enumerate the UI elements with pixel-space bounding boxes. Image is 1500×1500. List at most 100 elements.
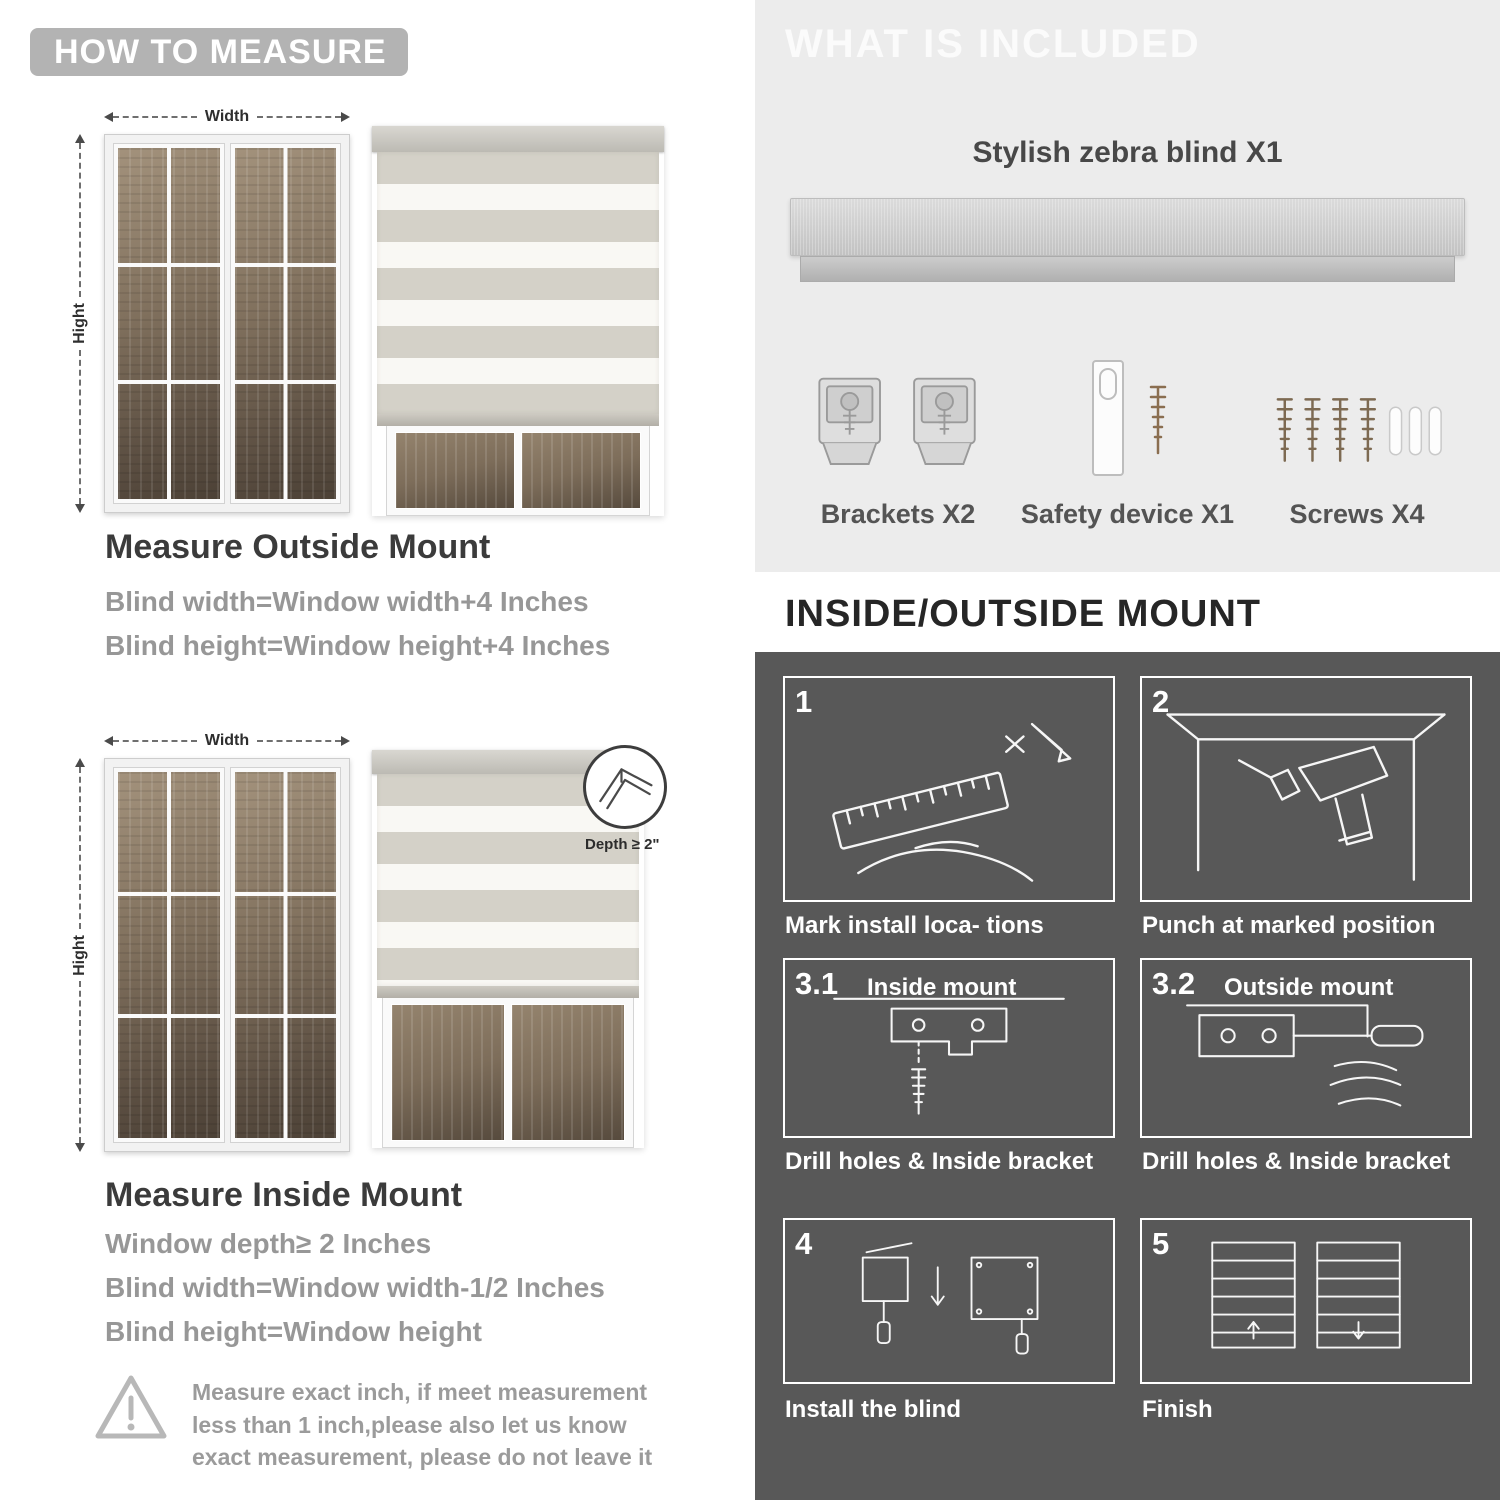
hardware-items-row: Brackets X2 Safety device X1: [790, 316, 1465, 530]
width-arrow: Width: [104, 732, 350, 750]
inside-mount-window-diagram: Width Hight: [70, 732, 350, 1152]
step-number: 5: [1152, 1226, 1170, 1261]
step-number: 3.1: [795, 966, 839, 1001]
arrow-right-icon: [341, 736, 350, 746]
outside-mount-window-diagram: Width Hight: [70, 108, 350, 513]
warning-triangle-icon: [95, 1375, 167, 1439]
step-3-2-caption: Drill holes & Inside bracket: [1142, 1148, 1451, 1175]
brackets-item: Brackets X2: [790, 316, 1006, 530]
arrow-up-icon: [75, 134, 85, 143]
window-sash: [230, 144, 340, 503]
window-illustration: [104, 134, 350, 513]
window-peek: [386, 426, 650, 516]
step-3-1-caption: Drill holes & Inside bracket: [785, 1148, 1094, 1175]
step-3-2-illustration: [1186, 1004, 1424, 1107]
window-pane: [511, 1004, 625, 1141]
window-corner-detail: [599, 768, 653, 810]
width-label: Width: [204, 732, 250, 749]
inside-mount-title: Measure Inside Mount: [105, 1176, 463, 1214]
blind-valance-photo: [800, 256, 1455, 282]
window-pane: [391, 1004, 505, 1141]
blind-item-label: Stylish zebra blind X1: [972, 136, 1283, 169]
mount-header-band: INSIDE/OUTSIDE MOUNT: [755, 577, 1500, 652]
dashed-line: [79, 767, 81, 929]
how-to-measure-header: HOW TO MEASURE: [30, 28, 408, 76]
inside-mount-rule-3: Blind height=Window height: [105, 1316, 482, 1347]
step-panel-1: 1: [783, 676, 1115, 902]
dashed-line: [113, 740, 197, 742]
measurement-note: Measure exact inch, if meet measurement …: [92, 1372, 662, 1474]
outside-mount-rule-1: Blind width=Window width+4 Inches: [105, 586, 589, 617]
step-5-caption: Finish: [1142, 1396, 1213, 1423]
step-4-illustration: [861, 1242, 1039, 1355]
blind-headrail-photo: [790, 198, 1465, 256]
step-3-1-illustration: [833, 997, 1065, 1115]
window-sash: [114, 768, 224, 1142]
brackets-icon: [808, 337, 988, 487]
mount-steps-section: 1 2: [755, 652, 1500, 1500]
inside-mount-label: Inside mount: [867, 974, 1017, 1001]
screws-item: Screws X4: [1249, 316, 1465, 530]
step-number: 4: [795, 1226, 813, 1261]
arrow-up-icon: [75, 758, 85, 767]
height-arrow: Hight: [70, 134, 90, 513]
what-is-included-header: WHAT IS INCLUDED: [785, 22, 1201, 66]
height-arrow: Hight: [70, 758, 90, 1152]
dashed-line: [257, 740, 341, 742]
depth-detail-zoom-icon: [583, 745, 667, 829]
width-arrow: Width: [104, 108, 350, 126]
arrow-down-icon: [75, 504, 85, 513]
step-panel-2: 2: [1140, 676, 1472, 902]
dashed-line: [113, 116, 197, 118]
arrow-right-icon: [341, 112, 350, 122]
screws-icon: [1263, 337, 1451, 487]
height-label: Hight: [71, 934, 88, 976]
arrow-left-icon: [104, 736, 113, 746]
depth-callout-label: Depth ≥ 2": [585, 836, 660, 853]
step-1-illustration: [832, 722, 1072, 882]
measurement-note-text: Measure exact inch, if meet measurement …: [192, 1379, 653, 1471]
dashed-line: [79, 349, 81, 504]
outside-mount-rule-2: Blind height=Window height+4 Inches: [105, 630, 611, 661]
window-pane: [521, 432, 641, 509]
what-is-included-section: WHAT IS INCLUDED Stylish zebra blind X1: [755, 0, 1500, 572]
window-sash: [230, 768, 340, 1142]
mount-header: INSIDE/OUTSIDE MOUNT: [785, 593, 1262, 635]
dashed-line: [79, 981, 81, 1143]
step-panel-3-2: 3.2 Outside mount: [1140, 958, 1472, 1138]
blind-headrail: [372, 126, 664, 152]
step-4-caption: Install the blind: [785, 1396, 962, 1423]
window-sash: [114, 144, 224, 503]
dashed-line: [257, 116, 341, 118]
window-illustration: [104, 758, 350, 1152]
step-number: 1: [795, 684, 813, 719]
zebra-blind-illustration: [372, 126, 664, 516]
blind-bottom-rail: [377, 986, 639, 998]
step-number: 3.2: [1152, 966, 1196, 1001]
blind-fabric: [377, 152, 659, 414]
dashed-line: [79, 143, 81, 298]
width-label: Width: [204, 108, 250, 125]
step-panel-5: 5: [1140, 1218, 1472, 1384]
screws-label: Screws X4: [1289, 499, 1425, 529]
step-number: 2: [1152, 684, 1170, 719]
step-2-illustration: [1166, 713, 1446, 881]
step-panel-3-1: 3.1 Inside mount: [783, 958, 1115, 1138]
step-2-caption: Punch at marked position: [1142, 912, 1436, 939]
inside-mount-rule-1: Window depth≥ 2 Inches: [105, 1228, 432, 1259]
outside-mount-title: Measure Outside Mount: [105, 528, 491, 566]
safety-device-icon: [1053, 337, 1203, 487]
window-peek: [382, 998, 634, 1148]
arrow-down-icon: [75, 1143, 85, 1152]
arrow-left-icon: [104, 112, 113, 122]
brackets-label: Brackets X2: [820, 499, 976, 529]
height-label: Hight: [71, 303, 88, 344]
outside-mount-label: Outside mount: [1224, 974, 1394, 1001]
step-panel-4: 4: [783, 1218, 1115, 1384]
blind-bottom-rail: [377, 414, 659, 426]
step-1-caption: Mark install loca- tions: [785, 912, 1044, 939]
inside-mount-rule-2: Blind width=Window width-1/2 Inches: [105, 1272, 605, 1303]
step-5-illustration: [1211, 1241, 1401, 1349]
safety-device-item: Safety device X1: [1006, 316, 1249, 530]
